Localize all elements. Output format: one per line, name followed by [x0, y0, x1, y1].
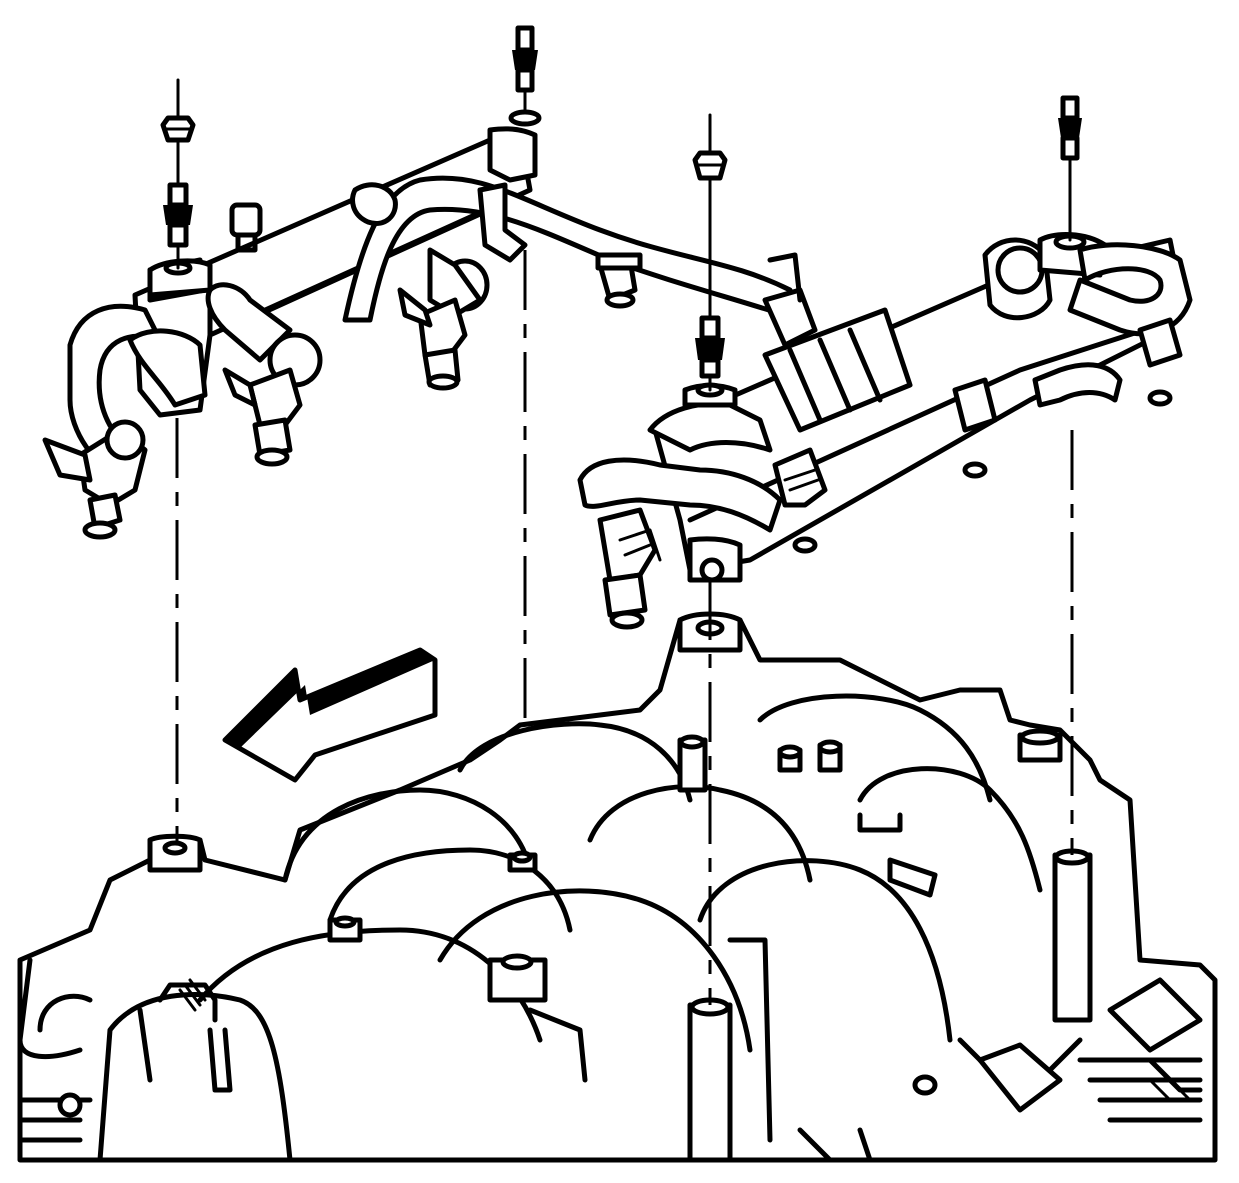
fuel-rail-right-bank: [577, 232, 1193, 630]
injector: [42, 419, 148, 540]
injector: [222, 367, 303, 467]
injector: [772, 447, 828, 554]
injector: [597, 507, 662, 630]
injector: [1137, 317, 1183, 407]
left-front-stud: [160, 78, 196, 270]
center-stud: [512, 25, 538, 114]
fuel-rail-left-bank: [42, 109, 803, 540]
alignment-lines: [175, 250, 1074, 1005]
right-rear-stud: [1058, 95, 1082, 242]
injector: [397, 287, 468, 391]
injector: [595, 252, 643, 309]
injector: [952, 377, 998, 479]
intake-manifold: [17, 611, 1218, 1163]
front-of-vehicle-arrow: [222, 647, 438, 783]
right-center-stud: [692, 113, 728, 392]
